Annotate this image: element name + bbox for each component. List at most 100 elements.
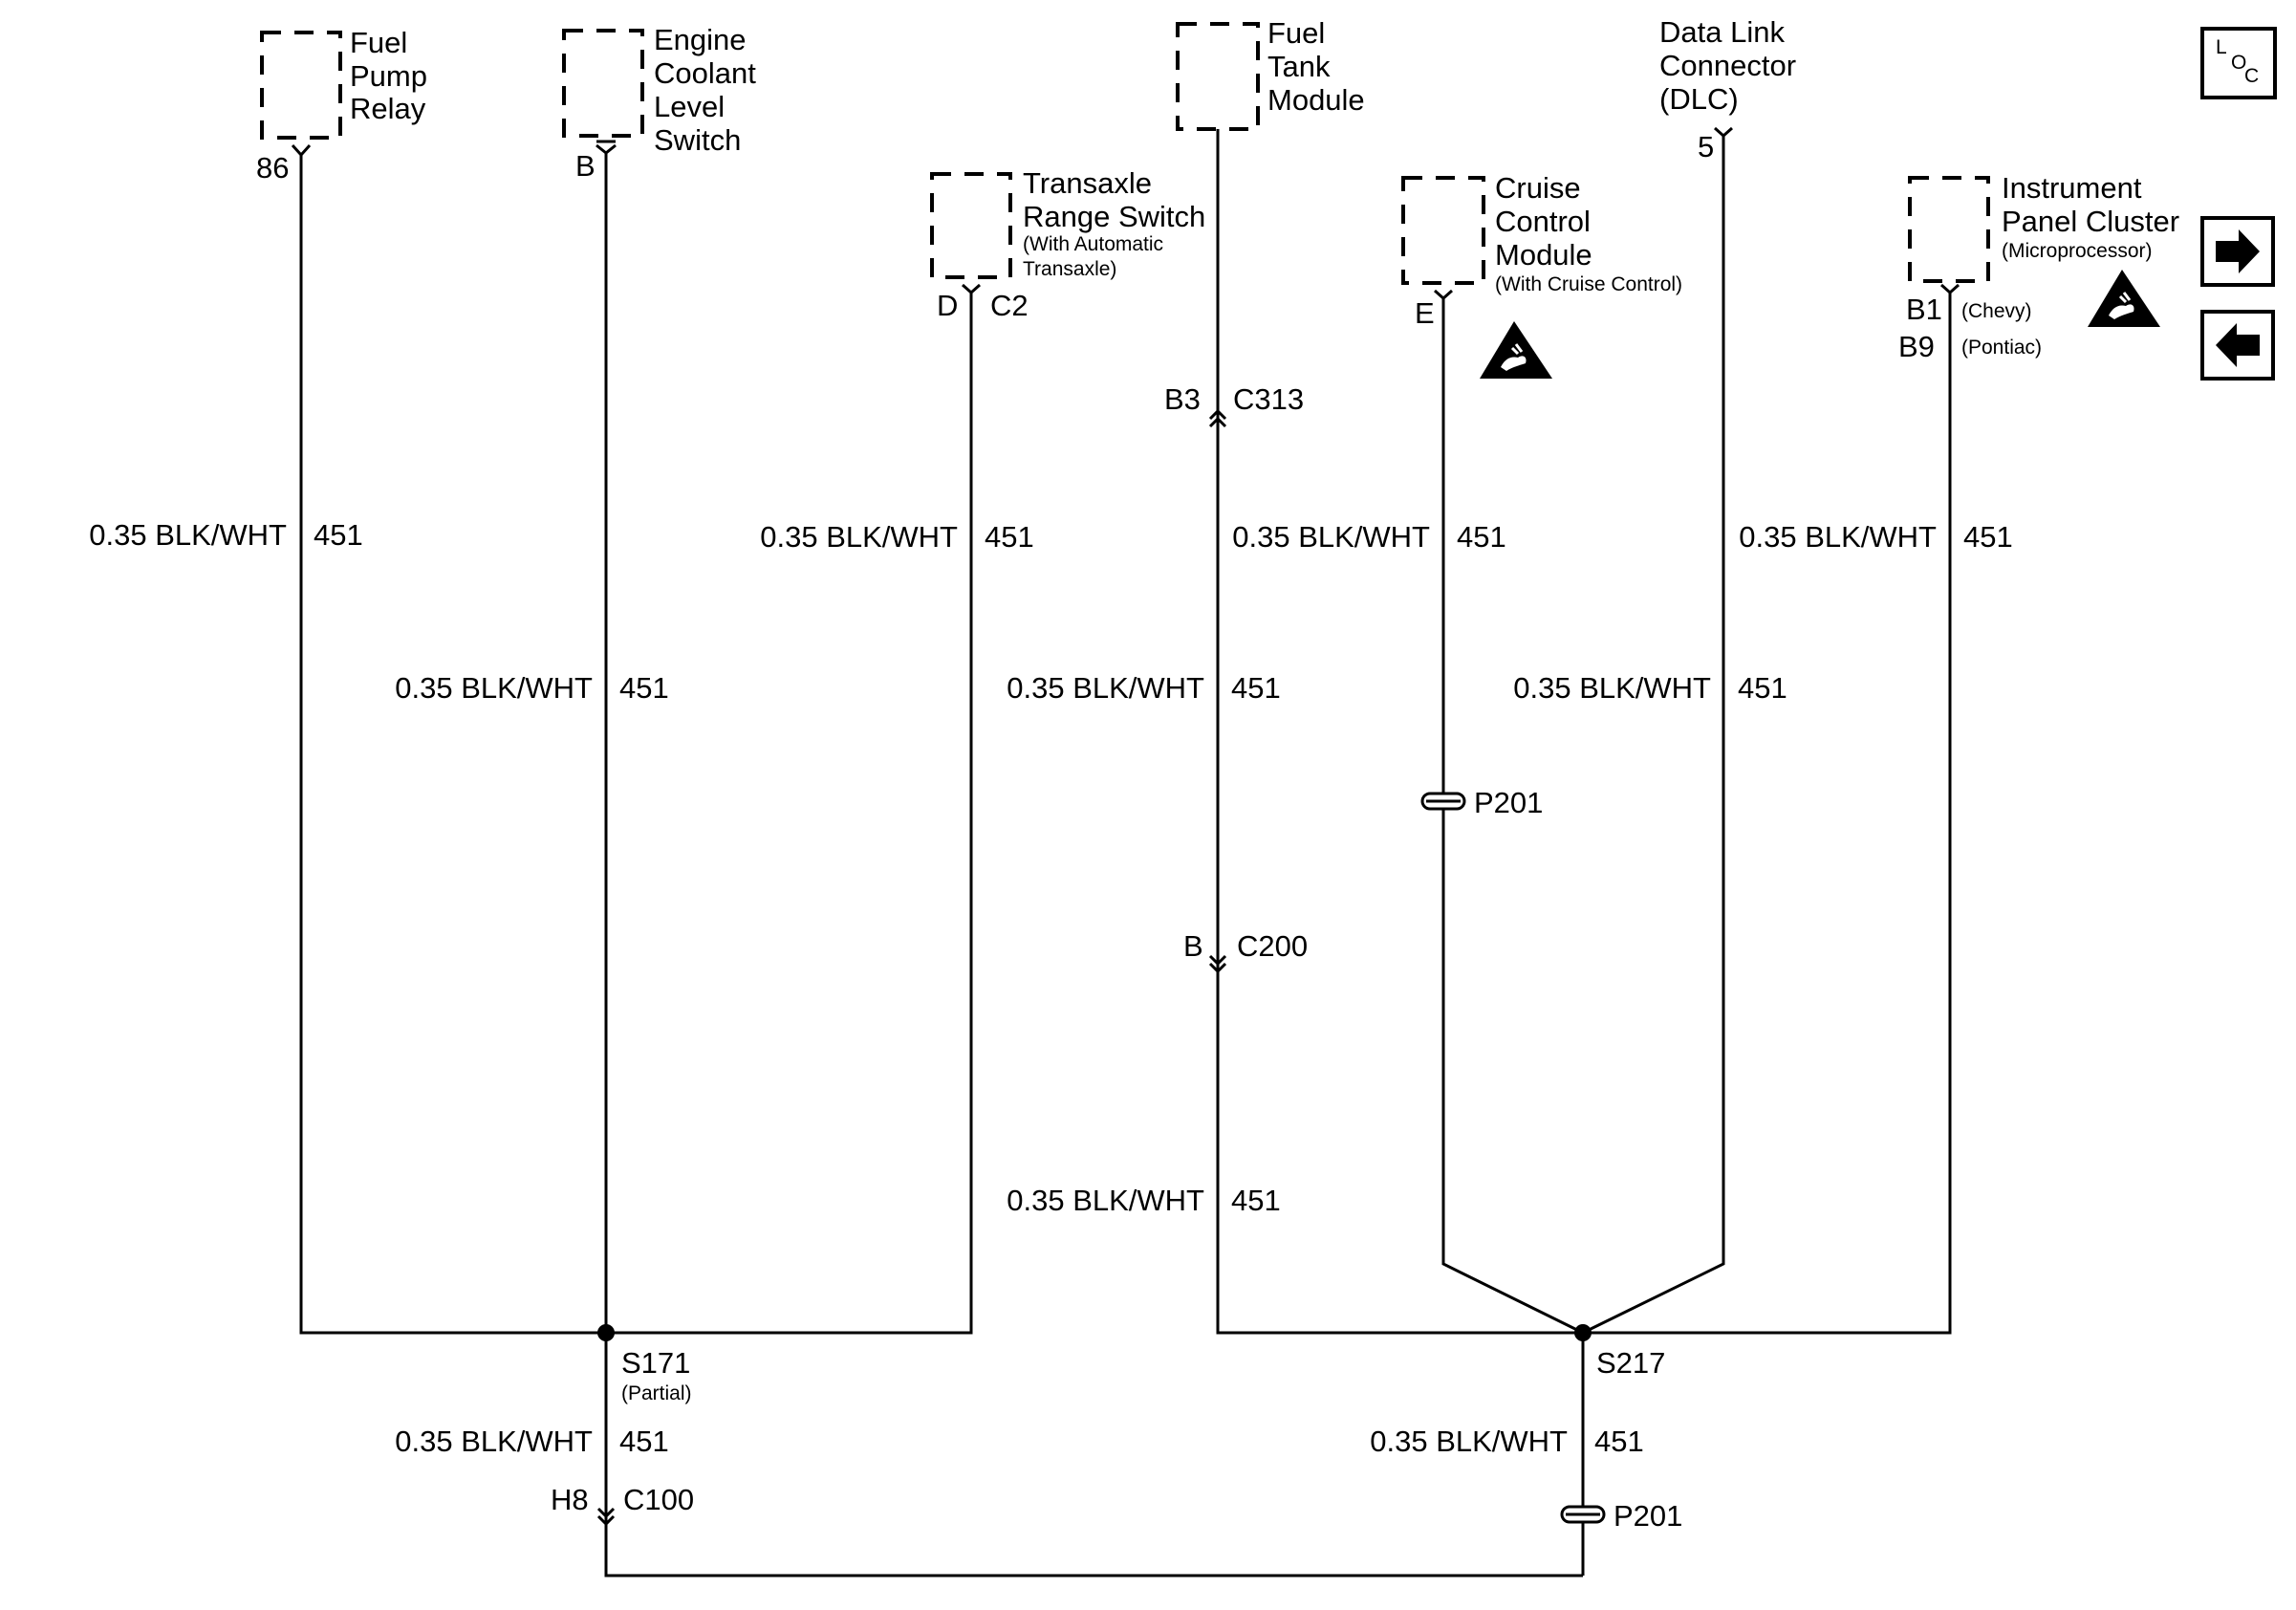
connector-c313: B3 C313 <box>1164 382 1304 428</box>
instrument-panel-cluster: Instrument Panel Cluster (Microprocessor… <box>1898 171 2179 363</box>
ipc-pin-b9-note: (Pontiac) <box>1961 337 2042 359</box>
ccm-label-3: Module <box>1495 238 1592 272</box>
ecls-label-4: Switch <box>654 123 741 157</box>
wire-circuit: 451 <box>1963 520 2013 554</box>
c200-name: C200 <box>1237 929 1308 963</box>
wire-spec: 0.35 BLK/WHT <box>89 518 287 552</box>
c100-name: C100 <box>623 1483 694 1516</box>
previous-page-button[interactable] <box>2200 310 2275 381</box>
wire-trs <box>606 293 973 1335</box>
c200-pin: B <box>1183 929 1203 963</box>
terminal-b-ecls <box>596 140 617 155</box>
wire-ftm-lower <box>1216 411 1583 1335</box>
ipc-label-2: Panel Cluster <box>2002 205 2179 238</box>
p201-upper-name: P201 <box>1474 786 1543 819</box>
dlc-label-1: Data Link <box>1659 15 1785 49</box>
loc-icon-sub: C <box>2244 65 2259 87</box>
wire-circuit: 451 <box>1738 671 1787 705</box>
s171-note: (Partial) <box>621 1382 692 1404</box>
c313-pin: B3 <box>1164 382 1201 416</box>
engine-coolant-level-switch-box <box>562 29 644 138</box>
wire-spec: 0.35 BLK/WHT <box>1007 1184 1204 1217</box>
arrow-left-icon <box>2216 323 2260 367</box>
c100-pin: H8 <box>551 1483 589 1516</box>
trs-note-1: (With Automatic <box>1023 233 1163 255</box>
wire-circuit: 451 <box>314 518 363 552</box>
connector-c200: B C200 <box>1183 929 1308 974</box>
engine-coolant-level-switch: Engine Coolant Level Switch B <box>562 23 756 183</box>
cruise-control-module-box <box>1401 176 1485 285</box>
wire-spec: 0.35 BLK/WHT <box>1370 1425 1568 1458</box>
ecls-label-2: Coolant <box>654 56 756 90</box>
ipc-pin-b1-note: (Chevy) <box>1961 300 2032 322</box>
terminal-d <box>962 283 981 295</box>
wire-spec: 0.35 BLK/WHT <box>1232 520 1430 554</box>
loc-icon-bottom: O <box>2231 52 2246 74</box>
wire-ipc <box>1583 293 1952 1335</box>
connector-c100: H8 C100 <box>551 1483 694 1527</box>
fuel-pump-relay: Fuel Pump Relay 86 <box>256 26 427 185</box>
ecls-pin: B <box>575 149 596 183</box>
wire-dlc <box>1582 136 1725 1335</box>
fuel-tank-module-box <box>1176 22 1260 131</box>
wire-circuit: 451 <box>619 671 669 705</box>
fuel-pump-relay-label-1: Fuel <box>350 26 407 59</box>
ipc-label-1: Instrument <box>2002 171 2142 205</box>
wire-fuel-pump-relay <box>299 155 608 1335</box>
fuel-pump-relay-pin: 86 <box>256 151 289 185</box>
splice-s171: S171 (Partial) <box>597 1324 692 1404</box>
fuel-tank-module: Fuel Tank Module <box>1176 16 1365 131</box>
ccm-label-2: Control <box>1495 205 1591 238</box>
ipc-pin-b9: B9 <box>1898 330 1935 363</box>
ccm-label-1: Cruise <box>1495 171 1581 205</box>
ccm-pin: E <box>1415 296 1435 330</box>
connector-p201-upper: P201 <box>1420 786 1543 819</box>
wire-spec: 0.35 BLK/WHT <box>1739 520 1937 554</box>
ecls-label-1: Engine <box>654 23 747 56</box>
next-page-button[interactable] <box>2200 216 2275 287</box>
fuel-pump-relay-label-3: Relay <box>350 92 426 125</box>
trs-connector: C2 <box>990 289 1029 322</box>
s217-name: S217 <box>1596 1346 1665 1380</box>
data-link-connector: Data Link Connector (DLC) 5 <box>1659 15 1796 163</box>
wire-spec: 0.35 BLK/WHT <box>1513 671 1711 705</box>
splice-s217: S217 <box>1574 1324 1665 1380</box>
s171-name: S171 <box>621 1346 690 1380</box>
instrument-panel-cluster-box <box>1908 176 1990 283</box>
ipc-note: (Microprocessor) <box>2002 240 2153 262</box>
terminal-e <box>1434 289 1453 301</box>
fuel-pump-relay-label-2: Pump <box>350 59 427 93</box>
location-button[interactable]: L O C <box>2200 27 2277 99</box>
wire-circuit: 451 <box>985 520 1034 554</box>
wire-circuit: 451 <box>1231 1184 1281 1217</box>
terminal-b1 <box>1940 283 1960 295</box>
ftm-label-2: Tank <box>1267 50 1331 83</box>
p201-lower-name: P201 <box>1614 1499 1682 1533</box>
terminal-86 <box>291 143 312 158</box>
transaxle-range-switch: Transaxle Range Switch (With Automatic T… <box>930 166 1205 322</box>
ftm-label-1: Fuel <box>1267 16 1325 50</box>
wire-circuit: 451 <box>619 1425 669 1458</box>
wiring <box>291 126 1960 1577</box>
terminal-5 <box>1714 126 1733 139</box>
wire-spec: 0.35 BLK/WHT <box>760 520 958 554</box>
ftm-label-3: Module <box>1267 83 1365 117</box>
trs-note-2: Transaxle) <box>1023 258 1116 280</box>
fuel-pump-relay-box <box>260 31 342 140</box>
trs-label-2: Range Switch <box>1023 200 1205 233</box>
wire-circuit: 451 <box>1594 1425 1644 1458</box>
loc-icon-top: L <box>2216 36 2227 58</box>
wire-ccm <box>1441 298 1584 1335</box>
cruise-control-module: Cruise Control Module (With Cruise Contr… <box>1401 171 1682 330</box>
dlc-pin: 5 <box>1698 130 1714 163</box>
esd-warning-icon <box>2088 270 2160 327</box>
ipc-pin-b1: B1 <box>1906 293 1942 326</box>
connector-p201-lower: P201 <box>1560 1499 1682 1533</box>
wire-labels: 0.35 BLK/WHT 451 0.35 BLK/WHT 451 0.35 B… <box>89 518 2012 1458</box>
ccm-note: (With Cruise Control) <box>1495 273 1682 295</box>
wire-circuit: 451 <box>1457 520 1506 554</box>
dlc-label-3: (DLC) <box>1659 82 1739 116</box>
wire-spec: 0.35 BLK/WHT <box>395 671 593 705</box>
ecls-label-3: Level <box>654 90 725 123</box>
